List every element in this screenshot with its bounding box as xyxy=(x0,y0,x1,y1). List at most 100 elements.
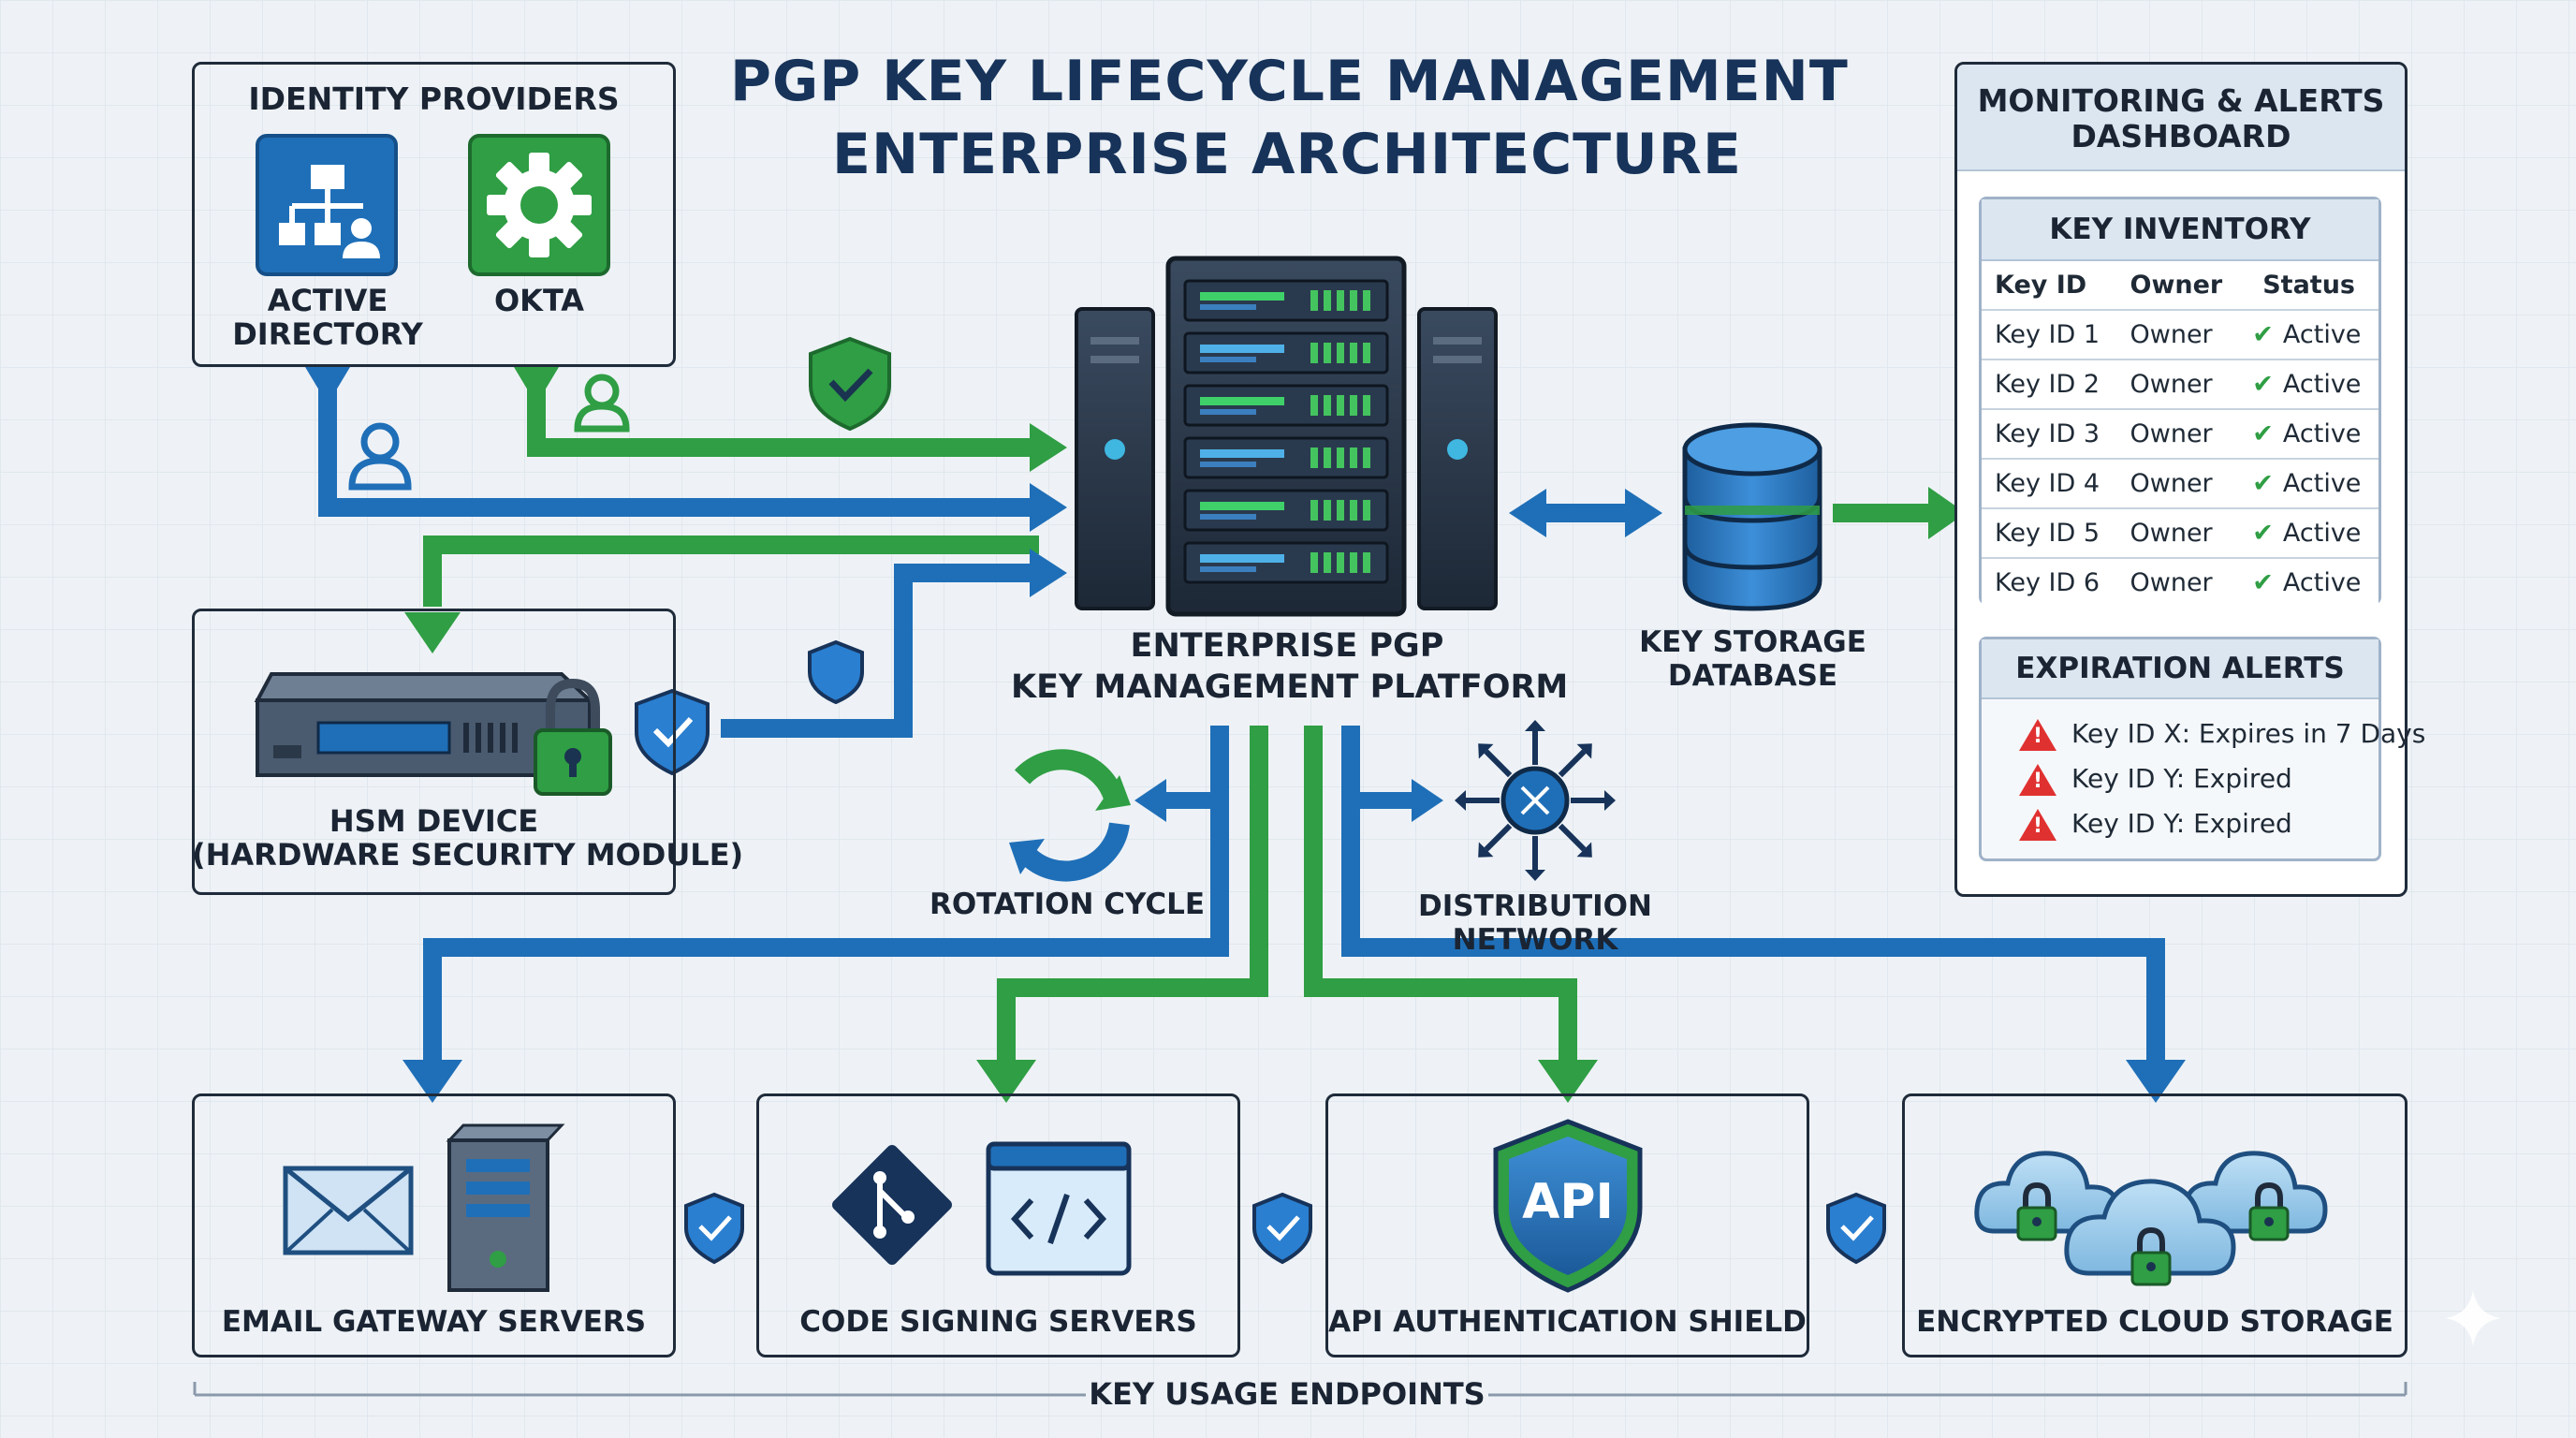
expiration-alert-item: Key ID Y: Expired xyxy=(2019,763,2292,796)
diagram-title-line2: ENTERPRISE ARCHITECTURE xyxy=(832,122,1742,187)
key-inventory-panel: KEY INVENTORY Key ID Owner Status Key ID… xyxy=(1979,197,2381,607)
status-cell: ✔ Active xyxy=(2239,557,2378,607)
ad-connector xyxy=(318,367,1039,517)
email-gateway-box xyxy=(192,1093,676,1357)
status-cell: ✔ Active xyxy=(2239,309,2378,360)
owner-cell: Owner xyxy=(2116,408,2240,459)
owner-cell: Owner xyxy=(2116,507,2240,558)
code-signing-label: CODE SIGNING SERVERS xyxy=(799,1305,1197,1339)
rotation-cycle-icon xyxy=(1009,749,1131,882)
shield-check-icon xyxy=(809,336,891,432)
envelope-icon xyxy=(283,1166,414,1255)
active-directory-label-line1: ACTIVE xyxy=(267,283,388,318)
code-signing-box xyxy=(756,1093,1240,1357)
sparkle-icon xyxy=(2445,1290,2501,1346)
status-text: Active xyxy=(2282,419,2362,448)
storage-label-line1: KEY STORAGE xyxy=(1639,625,1866,659)
git-branch-icon xyxy=(832,1145,952,1265)
cloud-storage-box xyxy=(1902,1093,2408,1357)
active-directory-label-line2: DIRECTORY xyxy=(232,316,423,352)
server-tower-icon xyxy=(446,1123,565,1292)
warning-icon xyxy=(2019,764,2056,796)
email-gateway-label: EMAIL GATEWAY SERVERS xyxy=(221,1305,647,1339)
warning-icon xyxy=(2019,809,2056,841)
platform-label-line1: ENTERPRISE PGP xyxy=(1130,627,1444,665)
key-id-cell: Key ID 2 xyxy=(1982,359,2117,409)
padlock-icon xyxy=(2016,1181,2290,1286)
api-shield-icon xyxy=(1493,1119,1643,1293)
key-id-cell: Key ID 6 xyxy=(1982,557,2117,607)
platform-hsm-connector xyxy=(423,536,1039,607)
status-text: Active xyxy=(2282,370,2362,399)
org-chart-icon xyxy=(256,134,398,276)
key-usage-endpoints-label: KEY USAGE ENDPOINTS xyxy=(1089,1376,1486,1412)
distribution-label-line2: NETWORK xyxy=(1452,923,1618,957)
distribution-network-icon xyxy=(1455,720,1616,881)
shield-check-icon xyxy=(635,688,710,776)
storage-label-line2: DATABASE xyxy=(1667,659,1838,693)
cloud-storage-label: ENCRYPTED CLOUD STORAGE xyxy=(1916,1305,2393,1339)
hsm-platform-connector xyxy=(721,564,1039,738)
hsm-label-line1: HSM DEVICE xyxy=(329,803,539,839)
status-cell: ✔ Active xyxy=(2239,458,2378,508)
padlock-icon xyxy=(534,678,612,796)
key-id-cell: Key ID 3 xyxy=(1982,408,2117,459)
column-header: Status xyxy=(2239,261,2378,310)
owner-cell: Owner xyxy=(2116,557,2240,607)
shield-check-icon xyxy=(1826,1192,1886,1265)
database-icon xyxy=(1682,422,1822,611)
key-inventory-heading: KEY INVENTORY xyxy=(1982,199,2378,261)
api-shield-label: API AUTHENTICATION SHIELD xyxy=(1328,1305,1807,1339)
api-shield-box xyxy=(1325,1093,1809,1357)
column-header: Owner xyxy=(2116,261,2240,310)
hsm-device-box xyxy=(192,609,676,895)
status-cell: ✔ Active xyxy=(2239,359,2378,409)
shield-check-icon xyxy=(684,1192,744,1265)
checkmark-icon: ✔ xyxy=(2252,419,2274,448)
column-header: Key ID xyxy=(1982,261,2117,310)
gear-icon xyxy=(468,134,610,276)
distribution-label-line1: DISTRIBUTION xyxy=(1418,889,1652,923)
shield-icon xyxy=(808,639,864,705)
status-text: Active xyxy=(2282,568,2362,597)
checkmark-icon: ✔ xyxy=(2252,568,2274,597)
warning-icon xyxy=(2019,719,2056,751)
expiration-alerts-panel: EXPIRATION ALERTS Key ID X: Expires in 7… xyxy=(1979,637,2425,861)
owner-cell: Owner xyxy=(2116,359,2240,409)
status-text: Active xyxy=(2282,320,2362,349)
table-header-row: Key ID Owner Status xyxy=(1982,261,2378,310)
checkmark-icon: ✔ xyxy=(2252,370,2274,399)
checkmark-icon: ✔ xyxy=(2252,320,2274,349)
identity-providers-heading: IDENTITY PROVIDERS xyxy=(248,81,620,117)
hsm-label-line2: (HARDWARE SECURITY MODULE) xyxy=(192,837,744,873)
diagram-title-line1: PGP KEY LIFECYCLE MANAGEMENT xyxy=(730,49,1849,114)
platform-label-line2: KEY MANAGEMENT PLATFORM xyxy=(1011,668,1569,706)
dashboard-title-line2: DASHBOARD xyxy=(2071,118,2291,154)
status-text: Active xyxy=(2282,469,2362,498)
key-id-cell: Key ID 1 xyxy=(1982,309,2117,360)
server-rack-icon xyxy=(1075,256,1498,617)
key-id-cell: Key ID 5 xyxy=(1982,507,2117,558)
okta-label: OKTA xyxy=(493,283,585,318)
dashboard-header xyxy=(1957,65,2405,171)
checkmark-icon: ✔ xyxy=(2252,519,2274,548)
shield-check-icon xyxy=(1252,1192,1312,1265)
status-cell: ✔ Active xyxy=(2239,408,2378,459)
user-icon xyxy=(348,422,412,491)
identity-providers-box xyxy=(192,62,676,367)
status-text: Active xyxy=(2282,519,2362,548)
owner-cell: Owner xyxy=(2116,458,2240,508)
key-id-cell: Key ID 4 xyxy=(1982,458,2117,508)
checkmark-icon: ✔ xyxy=(2252,469,2274,498)
dashboard-title-line1: MONITORING & ALERTS xyxy=(1977,82,2385,119)
rotation-cycle-label: ROTATION CYCLE xyxy=(929,888,1206,921)
status-cell: ✔ Active xyxy=(2239,507,2378,558)
owner-cell: Owner xyxy=(2116,309,2240,360)
